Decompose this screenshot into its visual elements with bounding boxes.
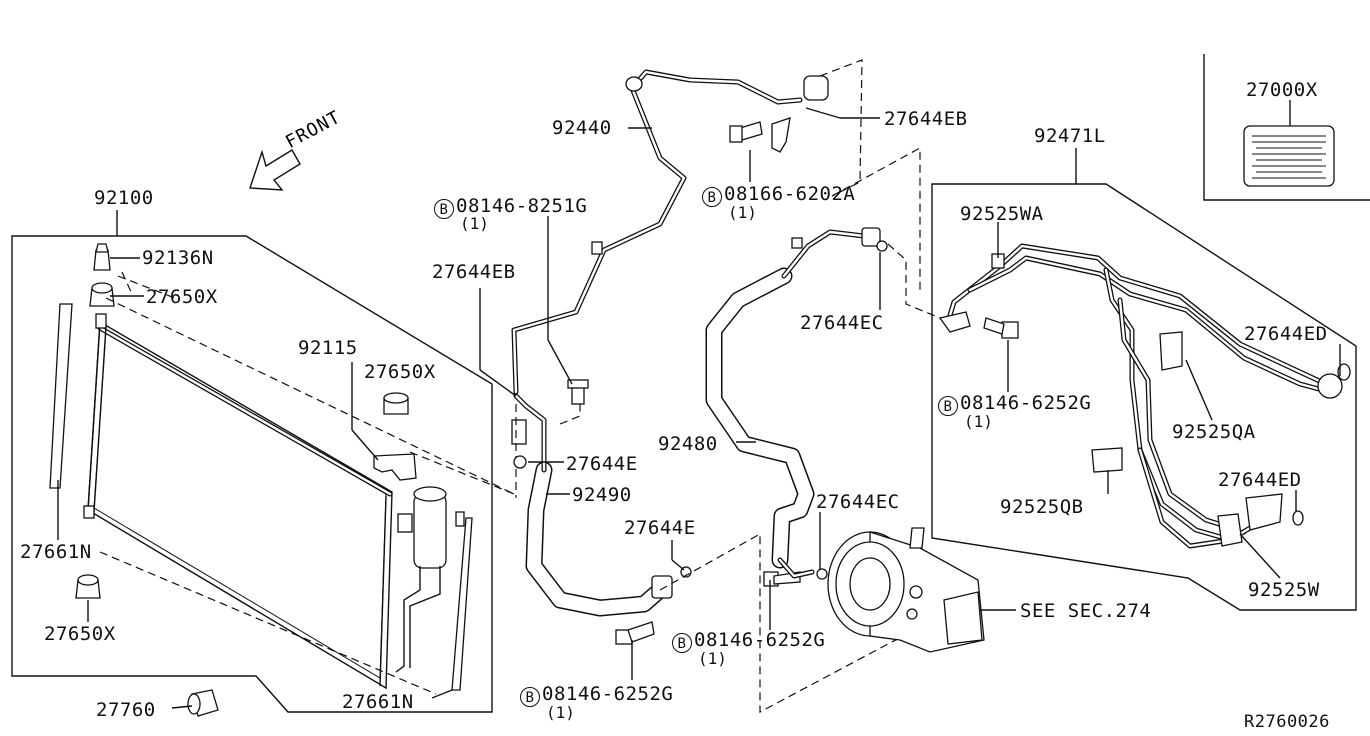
side-strip-left <box>49 303 73 489</box>
callout-27661N-right: 27661N <box>342 691 414 713</box>
compressor <box>827 527 985 653</box>
bolt-marker-icon: B <box>672 633 692 653</box>
hose-92480 <box>705 227 888 580</box>
callout-92440: 92440 <box>552 117 612 139</box>
callout-92525WA: 92525WA <box>960 203 1044 225</box>
callout-92525QA: 92525QA <box>1172 421 1256 443</box>
callout-27650X-bottom: 27650X <box>44 623 116 645</box>
bolt-qty: (1) <box>728 203 757 222</box>
bolt-marker-icon: B <box>434 199 454 219</box>
front-arrow-icon <box>249 149 301 191</box>
callout-27644ED-top: 27644ED <box>1244 323 1328 345</box>
callout-92525W: 92525W <box>1248 579 1320 601</box>
bolt-marker-icon: B <box>938 396 958 416</box>
bolt-qty: (1) <box>546 703 575 722</box>
bracket-92115 <box>373 453 417 481</box>
hose-92490 <box>511 393 692 617</box>
callout-27650X-top: 27650X <box>146 286 218 308</box>
callout-92525QB: 92525QB <box>1000 496 1084 518</box>
bolt-small-d <box>983 317 1019 339</box>
label-sticker-27000X <box>1243 125 1335 187</box>
sensor-27760 <box>187 689 219 717</box>
callout-92136N: 92136N <box>142 247 214 269</box>
bolt-small-b <box>615 621 655 645</box>
callout-27644EC-top: 27644EC <box>800 312 884 334</box>
callout-92490: 92490 <box>572 484 632 506</box>
callout-27644ED-bottom: 27644ED <box>1218 469 1302 491</box>
reference-id: R2760026 <box>1244 712 1330 732</box>
callout-92115: 92115 <box>298 337 358 359</box>
pipe-92440 <box>511 69 829 395</box>
leader-lines <box>57 100 1341 709</box>
bolt-qty: (1) <box>460 214 489 233</box>
callout-27661N-left: 27661N <box>20 541 92 563</box>
callout-27760: 27760 <box>96 699 156 721</box>
mount-rubber-mid <box>383 392 409 415</box>
callout-27000X: 27000X <box>1246 79 1318 101</box>
tube-assembly-92471L <box>938 243 1351 549</box>
tube-group-frame <box>931 183 1357 611</box>
mount-rubber-top <box>89 282 115 307</box>
bolt-cap-92136N <box>93 243 111 271</box>
side-strip-right <box>451 517 473 691</box>
mount-rubber-bottom <box>75 574 101 599</box>
callout-27650X-mid: 27650X <box>364 361 436 383</box>
callout-92480: 92480 <box>658 433 718 455</box>
callout-see-sec-274: SEE SEC.274 <box>1020 600 1152 622</box>
condenser-group-frame <box>11 235 493 713</box>
bolt-qty: (1) <box>698 649 727 668</box>
callout-27644EB-top: 27644EB <box>884 108 968 130</box>
bolt-marker-icon: B <box>702 187 722 207</box>
receiver-tank <box>395 486 465 673</box>
condenser-core <box>83 313 393 690</box>
callout-27644EB-left: 27644EB <box>432 261 516 283</box>
callout-92100: 92100 <box>94 187 154 209</box>
label-box-frame <box>1203 54 1370 201</box>
callout-27644E-a: 27644E <box>566 453 638 475</box>
callout-92471L: 92471L <box>1034 125 1106 147</box>
bolt-08166 <box>729 117 791 153</box>
callout-27644EC-bottom: 27644EC <box>816 491 900 513</box>
callout-27644E-b: 27644E <box>624 517 696 539</box>
bolt-small-a <box>567 379 589 405</box>
bolt-marker-icon: B <box>520 687 540 707</box>
bolt-qty: (1) <box>964 412 993 431</box>
